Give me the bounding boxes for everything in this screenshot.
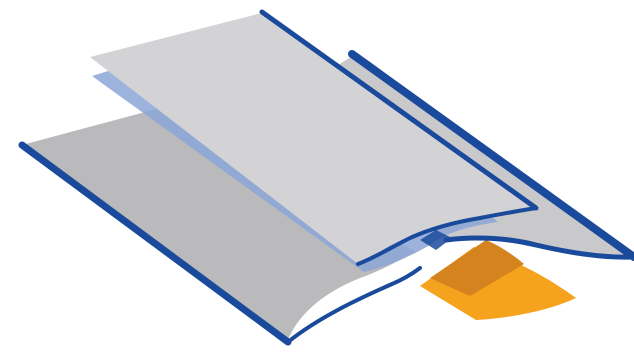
back-sheet-edge-top	[348, 50, 634, 261]
sheet-gap-shadow	[420, 230, 452, 250]
orange-strip-shade	[430, 240, 524, 296]
top-sheet-edge-front	[356, 206, 538, 266]
bottom-sheet-edge-left	[18, 141, 292, 346]
orange-strip	[420, 240, 576, 320]
top-sheet-face	[90, 13, 536, 264]
back-sheet-edge-front	[443, 235, 634, 260]
bottom-sheet-edge-front	[286, 266, 422, 344]
bottom-sheet	[18, 108, 422, 346]
top-sheet-edge-top	[259, 9, 539, 211]
top-sheet	[90, 9, 539, 266]
bottom-sheet-face	[22, 108, 416, 340]
